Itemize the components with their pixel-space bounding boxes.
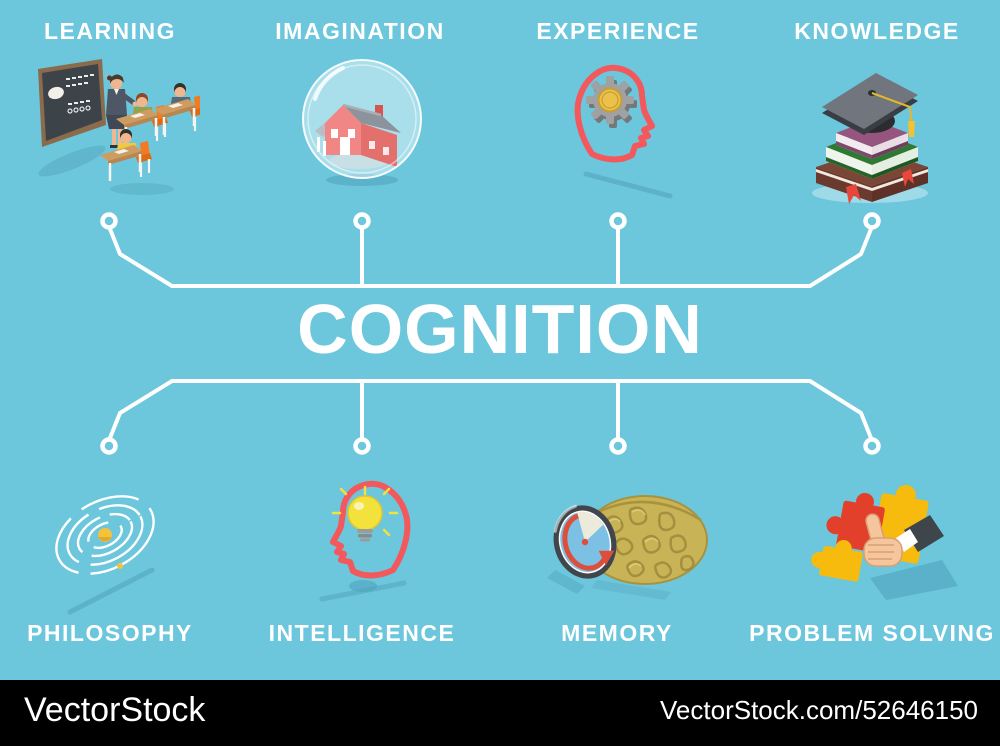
gear xyxy=(586,76,637,128)
watermark-url-text: VectorStock.com/52646150 xyxy=(660,694,978,725)
mortarboard xyxy=(822,73,918,137)
label-memory: MEMORY xyxy=(561,620,673,646)
label-problem-solving: PROBLEM SOLVING xyxy=(749,620,995,646)
books-graduation-cap-icon xyxy=(812,73,928,204)
ribbon-red xyxy=(846,184,861,204)
head-outline xyxy=(574,64,655,163)
label-intelligence: INTELLIGENCE xyxy=(268,620,456,646)
puzzle-piece-yellow-bottom xyxy=(811,539,863,582)
label-philosophy: PHILOSOPHY xyxy=(27,620,193,646)
label-experience: EXPERIENCE xyxy=(536,18,700,44)
student-back-right xyxy=(152,83,200,137)
house xyxy=(315,103,401,167)
page-title: COGNITION xyxy=(297,290,703,368)
brain-with-clock-icon xyxy=(547,495,708,600)
watermark-logo-text: VectorStock xyxy=(24,690,206,729)
house-in-bubble-icon xyxy=(302,59,422,186)
classroom-teaching-icon xyxy=(38,59,200,195)
student-back-left xyxy=(114,93,170,147)
puzzle-thumbs-up-icon xyxy=(811,484,958,600)
head-with-lightbulb-icon xyxy=(319,480,411,602)
spiral-maze-icon xyxy=(55,495,155,615)
thumbs-up-hand xyxy=(863,513,944,567)
watermark-bar: VectorStock VectorStock.com/52646150 xyxy=(0,680,1000,746)
head-outline xyxy=(330,480,411,579)
label-imagination: IMAGINATION xyxy=(275,18,445,44)
label-knowledge: KNOWLEDGE xyxy=(794,18,960,44)
clock xyxy=(553,504,617,579)
lightbulb xyxy=(331,485,399,542)
student-front xyxy=(98,129,154,183)
label-learning: LEARNING xyxy=(43,18,177,44)
head-with-gear-icon xyxy=(574,64,673,199)
blackboard xyxy=(38,59,106,147)
